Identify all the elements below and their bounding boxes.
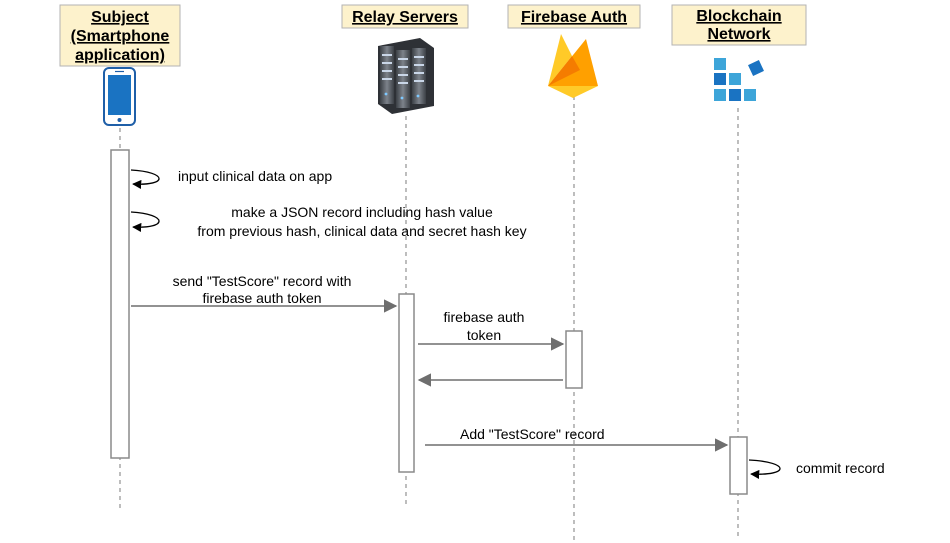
smartphone-icon [103, 67, 136, 126]
message-3-label-2: firebase auth token [202, 290, 321, 306]
actor-relay: Relay Servers [341, 4, 469, 114]
message-3-label-1: send "TestScore" record with [173, 273, 352, 289]
message-1-label: input clinical data on app [178, 168, 332, 184]
actor-firebase-box [507, 4, 641, 29]
actor-relay-label: Relay Servers [352, 9, 458, 26]
actor-firebase-label: Firebase Auth [521, 9, 627, 26]
message-make-json-record: make a JSON record including hash value … [130, 204, 527, 239]
message-add-testscore: Add "TestScore" record [425, 426, 729, 452]
message-input-clinical-data: input clinical data on app [130, 168, 332, 190]
activation-subject [110, 149, 130, 459]
message-4-label-1: firebase auth [444, 309, 525, 325]
actor-subject-label-2: (Smartphone [71, 28, 170, 45]
actor-subject: Subject (Smartphone application) [59, 4, 181, 126]
actor-blockchain-box [671, 4, 807, 46]
message-4-label-2: token [467, 327, 501, 343]
message-commit-record: commit record [748, 459, 885, 479]
firebase-flame-icon [548, 34, 598, 98]
message-firebase-auth-token: firebase auth token [418, 309, 565, 351]
actor-subject-box [59, 4, 181, 67]
actor-blockchain: Blockchain Network [671, 4, 807, 101]
blockchain-blocks-icon [714, 58, 764, 101]
server-rack-icon [378, 38, 434, 114]
message-send-testscore: send "TestScore" record with firebase au… [131, 273, 398, 313]
activation-relay [398, 293, 415, 473]
actor-subject-label-3: application) [75, 47, 165, 64]
actor-subject-label-1: Subject [91, 9, 149, 26]
message-7-label: commit record [796, 460, 885, 476]
message-2-label-2: from previous hash, clinical data and se… [197, 223, 526, 239]
actor-blockchain-label-2: Network [707, 26, 770, 43]
actor-relay-box [341, 4, 469, 29]
message-6-label: Add "TestScore" record [460, 426, 605, 442]
actor-firebase: Firebase Auth [507, 4, 641, 98]
message-2-label-1: make a JSON record including hash value [231, 204, 493, 220]
activation-blockchain [729, 436, 748, 495]
actor-blockchain-label-1: Blockchain [696, 8, 781, 25]
activation-firebase [565, 330, 583, 389]
